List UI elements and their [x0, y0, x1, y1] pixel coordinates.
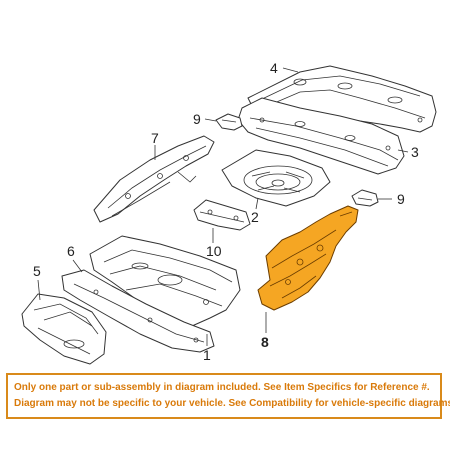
disclaimer-line-1: Only one part or sub-assembly in diagram… — [14, 382, 430, 393]
callout-5: 5 — [33, 263, 41, 279]
callout-10: 10 — [206, 243, 222, 259]
parts-diagram: 4 3 9 9 7 2 10 6 5 1 8 — [21, 60, 437, 365]
part-1-floor-side — [61, 269, 215, 353]
callout-1: 1 — [203, 347, 211, 363]
disclaimer-line-2: Diagram may not be specific to your vehi… — [14, 398, 450, 409]
part-7-rail — [93, 135, 215, 223]
part-10-crossmember — [193, 199, 251, 231]
callout-2: 2 — [251, 209, 259, 225]
callout-4: 4 — [270, 60, 278, 76]
disclaimer-box: Only one part or sub-assembly in diagram… — [6, 373, 450, 419]
callout-6: 6 — [67, 243, 75, 259]
part-8-rear-frame-rail — [257, 205, 359, 311]
callout-3: 3 — [411, 144, 419, 160]
part-2-spare-well — [221, 149, 331, 207]
part-6-floor-pan — [89, 235, 241, 327]
part-9-right-bracket — [351, 189, 379, 207]
part-3-rear-crossmember — [237, 97, 405, 175]
callout-7: 7 — [151, 130, 159, 146]
part-9-upper-bracket — [215, 113, 243, 131]
callout-9-right: 9 — [397, 191, 405, 207]
callout-9-upper: 9 — [193, 111, 201, 127]
part-5-front-panel — [21, 293, 107, 365]
callout-8: 8 — [261, 334, 269, 350]
leader-lines — [37, 67, 409, 346]
